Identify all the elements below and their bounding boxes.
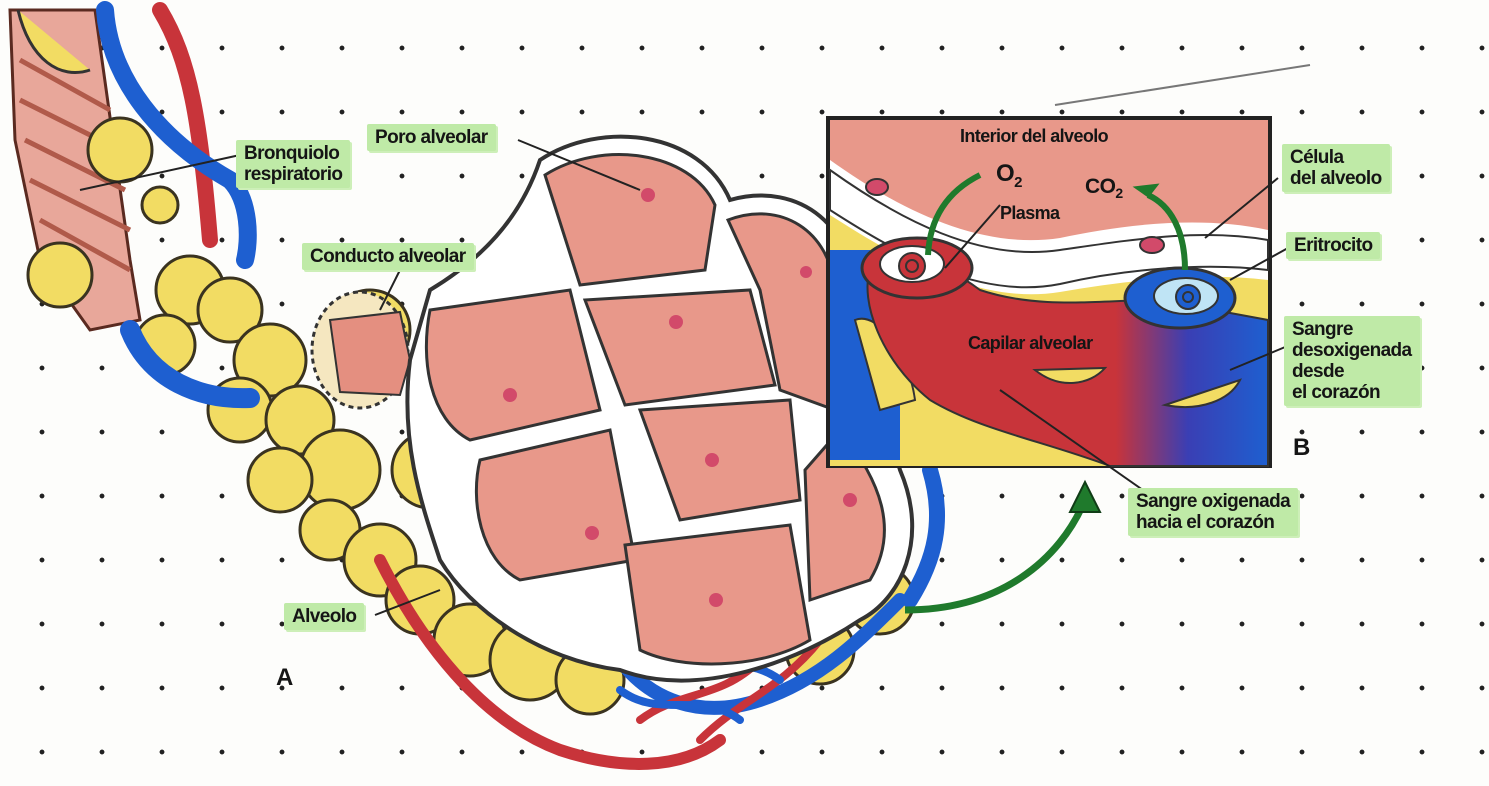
label-plasma: Plasma [1000, 203, 1059, 224]
inset-panel-b [828, 118, 1270, 466]
panel-letter-a: A [276, 664, 293, 692]
erythrocyte-red [862, 238, 972, 298]
label-alveolus: Alveolo [284, 603, 364, 630]
panel-letter-b: B [1293, 434, 1310, 462]
label-erythrocyte: Eritrocito [1286, 232, 1380, 259]
label-co2: CO2 [1085, 176, 1123, 204]
erythrocyte-blue [1125, 268, 1235, 328]
label-alveolar-pore: Poro alveolar [367, 124, 496, 151]
alveolar-duct [312, 292, 410, 408]
zoom-line [1055, 65, 1310, 105]
label-alveolar-duct: Conducto alveolar [302, 243, 474, 270]
label-o2: O2 [996, 163, 1022, 193]
label-capillary: Capilar alveolar [968, 333, 1092, 354]
label-alveolus-interior: Interior del alveolo [960, 126, 1108, 147]
